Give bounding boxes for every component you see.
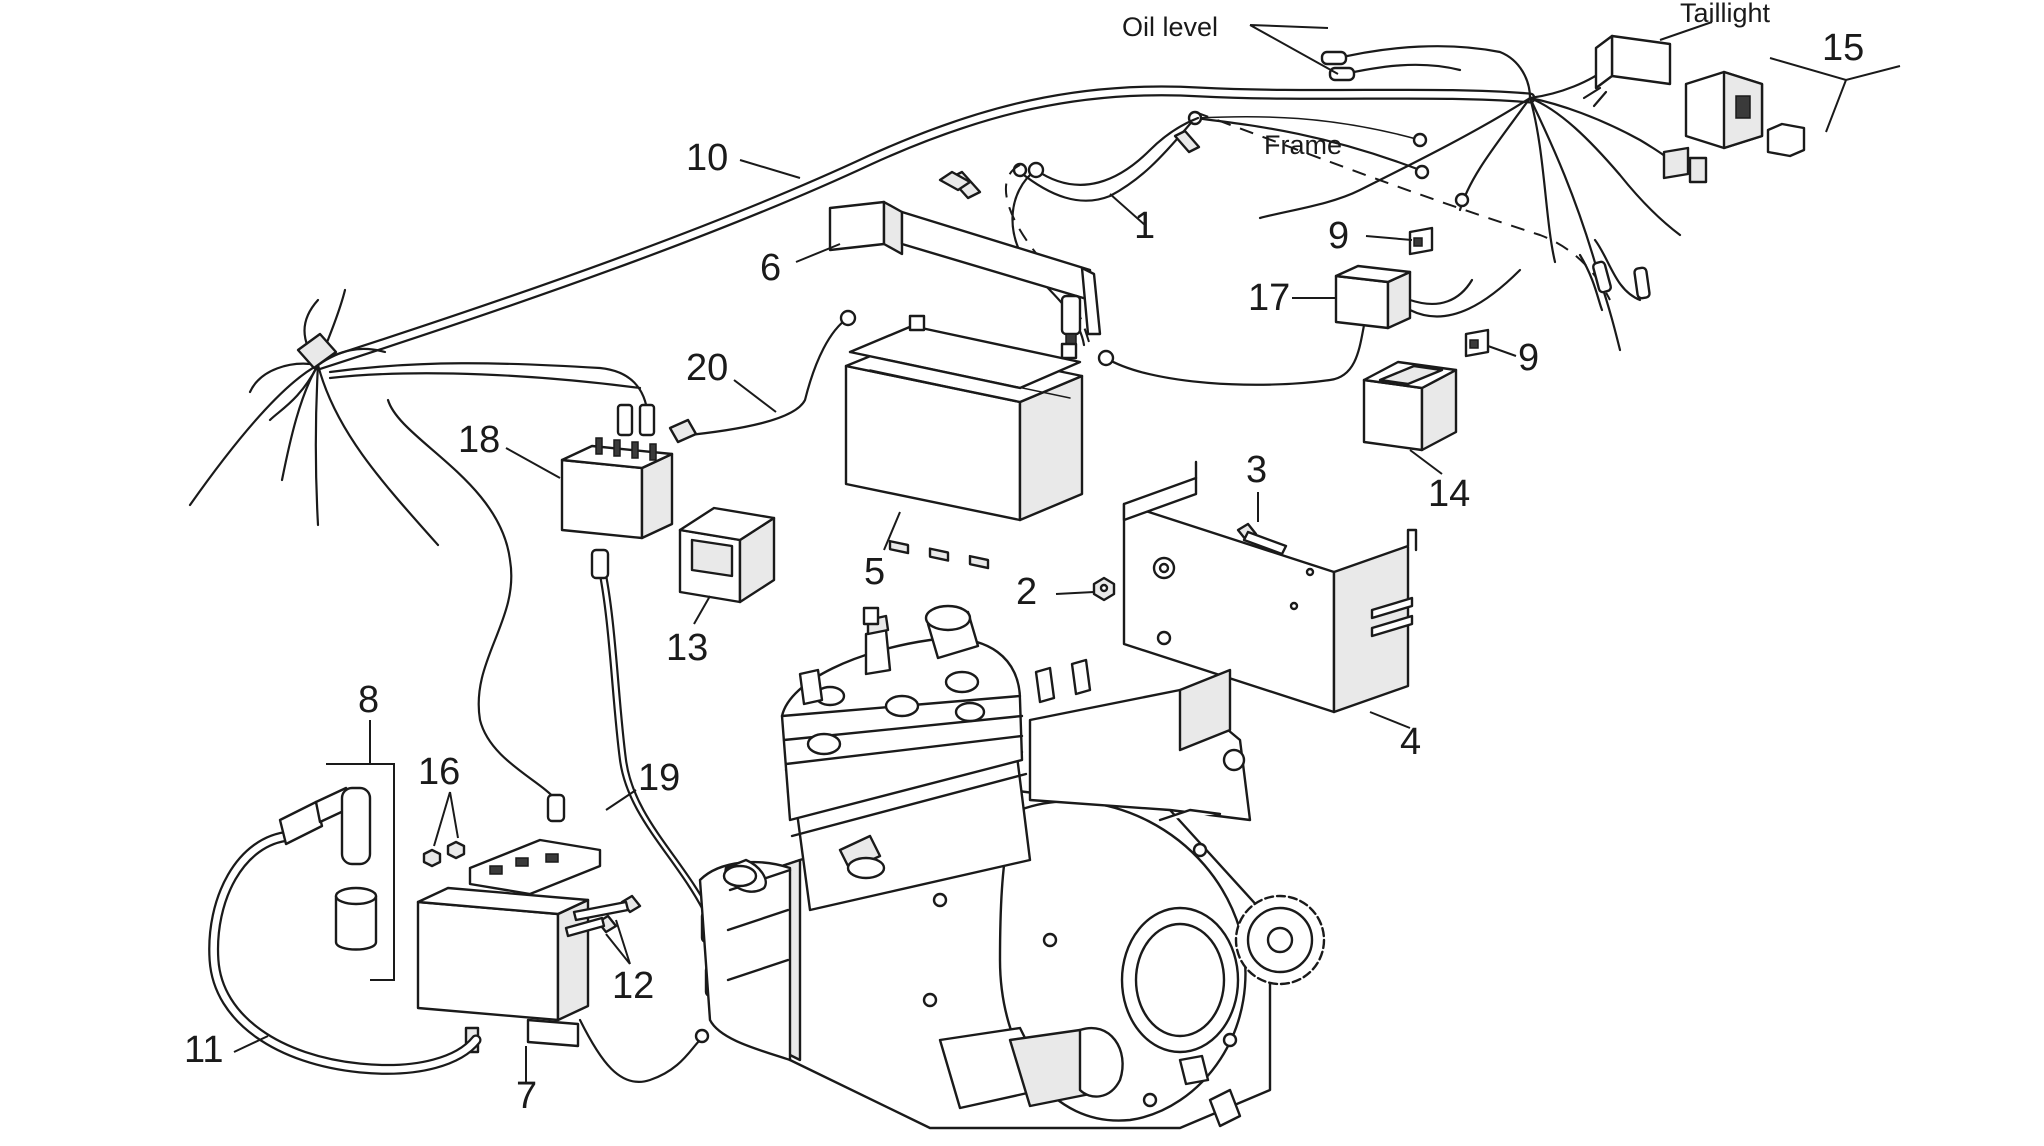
callout-2: 2 xyxy=(1016,571,1037,613)
callout-13: 13 xyxy=(666,627,708,669)
part-13-rubber-holder xyxy=(678,506,776,604)
callout-17: 17 xyxy=(1248,277,1290,319)
frame-label: Frame xyxy=(1264,130,1342,160)
part-5-battery xyxy=(844,314,1084,570)
part-2-nut xyxy=(1092,576,1116,602)
leader-lines xyxy=(233,21,1901,1084)
battery-to-relay-cable xyxy=(1104,314,1368,386)
part-3-screw xyxy=(1236,522,1288,556)
callout-1: 1 xyxy=(1134,205,1155,247)
part-6-battery-strap xyxy=(828,170,1102,347)
oil-level-label: Oil level xyxy=(1122,12,1218,42)
part-17-relay xyxy=(1334,264,1522,330)
callout-18: 18 xyxy=(458,419,500,461)
callout-8: 8 xyxy=(358,679,379,721)
part-9-fuse-upper xyxy=(1408,226,1434,256)
callout-20: 20 xyxy=(686,347,728,389)
callout-12: 12 xyxy=(612,965,654,1007)
part-4-battery-tray xyxy=(1122,460,1418,714)
harness-to-ignition-wire xyxy=(386,398,558,802)
callout-3: 3 xyxy=(1246,449,1267,491)
part-14-fuse-holder xyxy=(1362,360,1458,452)
callout-9-lower: 9 xyxy=(1518,337,1539,379)
callout-15: 15 xyxy=(1822,27,1864,69)
callout-16: 16 xyxy=(418,751,460,793)
part-18-relay xyxy=(560,437,674,540)
taillight-label: Taillight xyxy=(1680,0,1771,28)
taillight-connector xyxy=(1582,34,1672,108)
part-12-screws xyxy=(564,894,642,938)
part-16-nuts xyxy=(422,840,466,868)
part-15-components xyxy=(1662,70,1806,184)
connector xyxy=(546,793,566,823)
part-8-spark-plug-cap xyxy=(278,786,378,951)
callout-11: 11 xyxy=(184,1029,223,1071)
battery-terminal-eye xyxy=(1097,349,1115,367)
callout-4: 4 xyxy=(1400,721,1421,763)
engine-assembly xyxy=(698,604,1326,1130)
part-20-battery-cable xyxy=(668,309,857,444)
callout-7: 7 xyxy=(516,1075,537,1117)
callout-10: 10 xyxy=(686,137,728,179)
part-7-cdi-unit xyxy=(416,838,710,1083)
part-1-cable xyxy=(1011,116,1200,347)
callout-5: 5 xyxy=(864,551,885,593)
callout-19: 19 xyxy=(638,757,680,799)
callout-9-upper: 9 xyxy=(1328,215,1349,257)
callout-14: 14 xyxy=(1428,473,1470,515)
part-9-fuse-lower xyxy=(1464,328,1490,358)
callout-6: 6 xyxy=(760,247,781,289)
part-11-ht-lead xyxy=(208,830,482,1075)
